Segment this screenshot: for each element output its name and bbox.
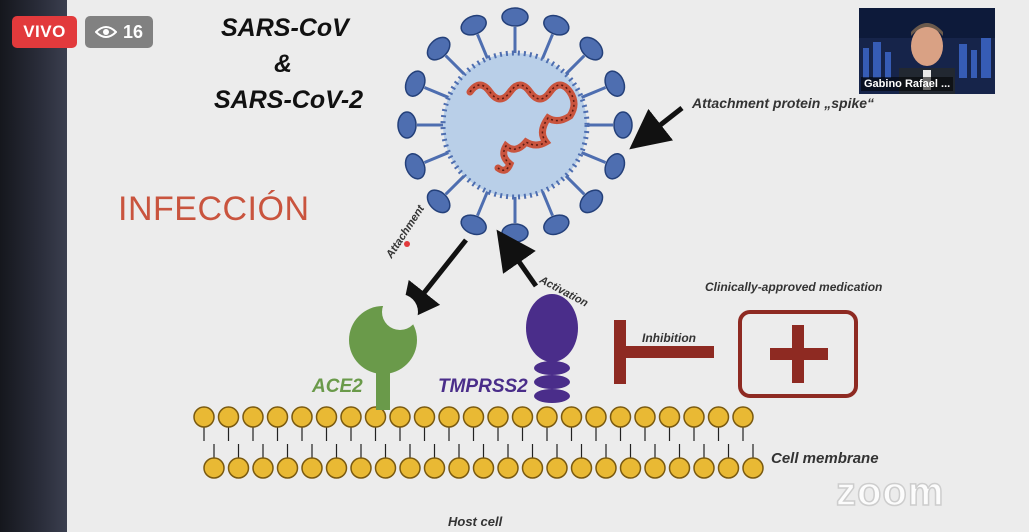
lipid-head	[448, 457, 470, 479]
eye-icon	[94, 25, 117, 39]
lipid-head	[717, 457, 740, 479]
lipid-head	[364, 406, 387, 428]
infeccion-heading: INFECCIÓN	[118, 190, 310, 228]
spike-protein	[404, 70, 426, 97]
lipid-head	[399, 457, 421, 479]
pointer-dot	[404, 241, 410, 247]
lipid-head	[472, 457, 495, 479]
attachment-arrow	[399, 238, 468, 324]
lipid-head	[644, 457, 666, 479]
speaker-video-tile[interactable]: Gabino Rafael ...	[859, 8, 995, 94]
lipid-head	[374, 457, 397, 479]
speaker-name: Gabino Rafael ...	[861, 77, 954, 91]
lipid-head	[707, 406, 730, 428]
spike-protein	[501, 223, 529, 243]
spike-protein	[579, 189, 604, 214]
lipid-head	[585, 406, 607, 428]
lipid-head	[266, 406, 289, 428]
lipid-head	[595, 457, 617, 479]
lipid-head	[217, 406, 240, 428]
spike-label: Attachment protein „spike“	[692, 95, 875, 111]
activation-arrow	[496, 229, 539, 288]
lipid-head	[350, 457, 372, 479]
lipid-head	[203, 457, 225, 479]
spike-protein	[579, 36, 604, 61]
spike-protein	[426, 189, 451, 214]
lipid-head	[634, 406, 656, 428]
lipid-head	[546, 457, 568, 479]
inhibition-bar-horizontal	[614, 346, 714, 358]
lipid-head	[340, 406, 362, 428]
viewer-count: 16	[122, 21, 144, 42]
lipid-head	[536, 406, 558, 428]
lipid-head	[742, 457, 764, 479]
lipid-head	[227, 457, 250, 479]
cell-membrane	[193, 406, 764, 479]
lipid-head	[511, 406, 534, 428]
title-line-1: SARS-CoV	[221, 14, 349, 42]
spike-protein	[460, 14, 487, 36]
title-line-3: SARS-CoV-2	[214, 86, 364, 114]
lipid-head	[570, 457, 593, 479]
lipid-head	[521, 457, 544, 479]
lipid-head	[693, 457, 715, 479]
lipid-head	[658, 406, 681, 428]
lipid-head	[315, 406, 338, 428]
spike-protein	[543, 214, 570, 236]
lipid-head	[389, 406, 411, 428]
viewer-count-badge: 16	[85, 16, 153, 48]
lipid-head	[497, 457, 519, 479]
spike-protein	[501, 7, 529, 27]
lipid-head	[291, 406, 313, 428]
lipid-head	[732, 406, 754, 428]
spike-protein	[604, 70, 626, 97]
host-cell-label: Host cell	[448, 514, 503, 529]
lipid-head	[276, 457, 299, 479]
spike-protein	[613, 111, 633, 139]
lipid-head	[252, 457, 274, 479]
lipid-head	[242, 406, 264, 428]
cell-membrane-label: Cell membrane	[771, 450, 879, 467]
virus-body	[440, 50, 590, 200]
lipid-head	[413, 406, 436, 428]
plus-icon-horizontal	[770, 348, 828, 360]
lipid-head	[438, 406, 460, 428]
zoom-watermark: zoom	[835, 469, 945, 515]
lipid-head	[193, 406, 215, 428]
spike-protein	[543, 14, 570, 36]
spike-pointer-arrow	[629, 106, 684, 150]
lipid-head	[619, 457, 642, 479]
left-panel-edge	[0, 0, 67, 532]
lipid-head	[325, 457, 348, 479]
lipid-head	[609, 406, 632, 428]
spike-protein	[404, 153, 426, 180]
inhibition-label: Inhibition	[642, 331, 696, 345]
lipid-head	[423, 457, 446, 479]
lipid-head	[487, 406, 509, 428]
spike-protein	[397, 111, 417, 139]
lipid-head	[462, 406, 485, 428]
lipid-head	[301, 457, 323, 479]
tmprss2-protease	[526, 294, 578, 362]
lipid-head	[668, 457, 691, 479]
spike-protein	[426, 36, 451, 61]
title-line-2: &	[274, 50, 293, 78]
spike-protein	[460, 214, 487, 236]
tmprss2-label: TMPRSS2	[438, 376, 528, 397]
ace2-label: ACE2	[312, 376, 363, 397]
medication-box	[738, 310, 858, 398]
live-badge: VIVO	[12, 16, 77, 48]
lipid-head	[683, 406, 705, 428]
medication-label: Clinically-approved medication	[705, 280, 883, 294]
lipid-head	[560, 406, 583, 428]
spike-protein	[604, 153, 626, 180]
